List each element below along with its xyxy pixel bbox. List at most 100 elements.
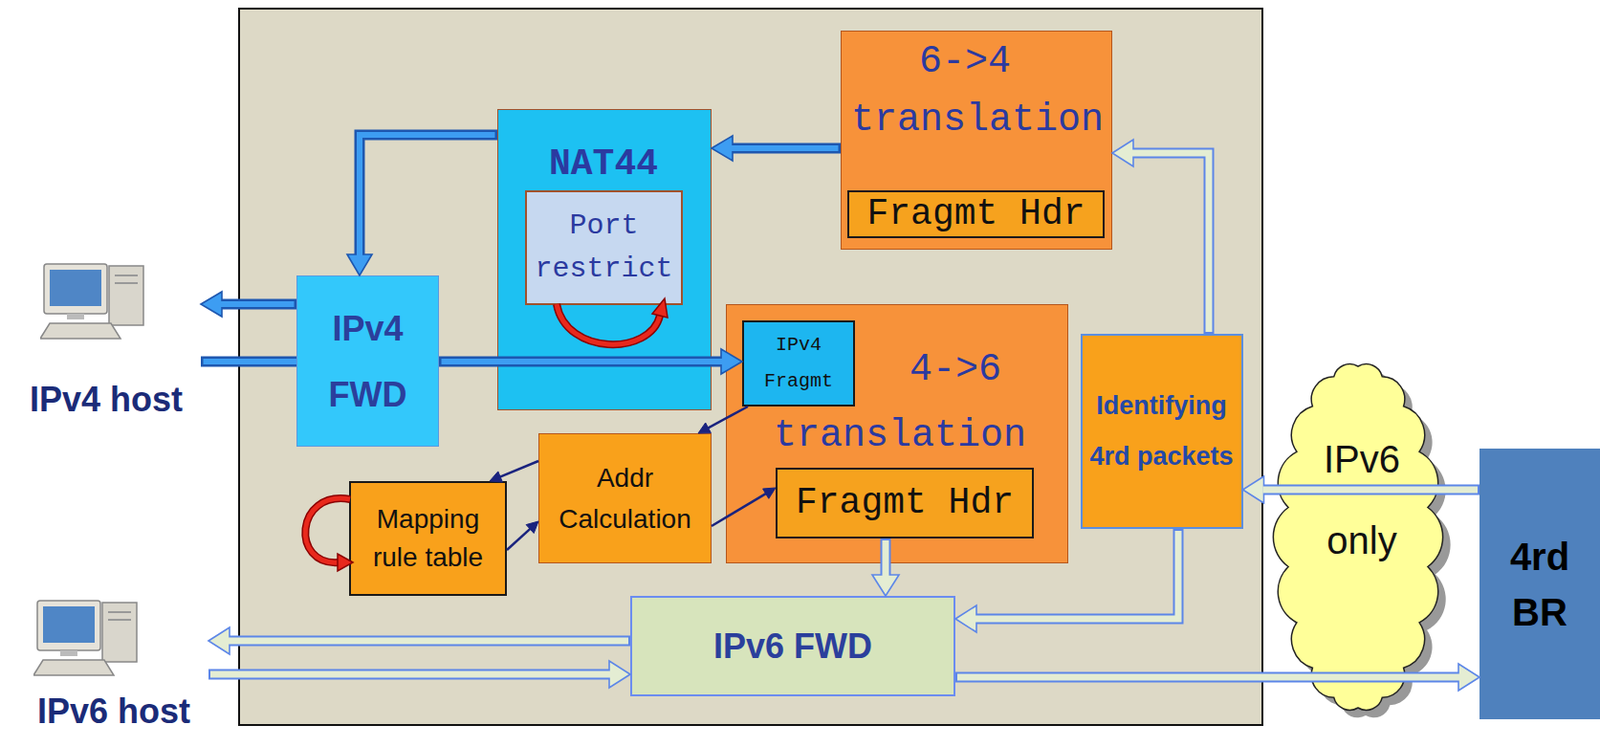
- node-label: Mapping rule table: [356, 500, 501, 577]
- drive-slot: [114, 274, 138, 277]
- cloud-shape: [1272, 364, 1443, 711]
- network-cloud: IPv6 only: [1270, 347, 1454, 735]
- computer-monitor: [43, 263, 108, 314]
- host-node: IPv6 host: [19, 594, 209, 733]
- computer-keyboard: [33, 659, 114, 676]
- arrowhead: [609, 660, 631, 688]
- forwarding-box: IPv6 FWD: [630, 595, 956, 697]
- header-box: Fragmt Hdr: [775, 467, 1034, 539]
- arrowhead: [763, 487, 776, 499]
- connector-line: [707, 406, 748, 429]
- connector-fill: [220, 301, 295, 307]
- computer-monitor: [37, 600, 101, 651]
- connector-arrow: [506, 521, 539, 550]
- arrowhead: [721, 349, 743, 374]
- connector-arrow: [1243, 476, 1481, 504]
- computer-screen: [49, 269, 102, 307]
- node-label: IPv4 FWD: [315, 295, 421, 428]
- connector-arrow: [347, 134, 498, 276]
- connector-line: [200, 356, 297, 368]
- label-holder: IPv6 only: [1270, 418, 1454, 582]
- node-label: IPv6 only: [1309, 418, 1415, 582]
- connector-fill: [1132, 153, 1209, 332]
- table-box: Mapping rule table: [349, 481, 507, 596]
- node-label: Fragmt Hdr: [795, 482, 1014, 525]
- process-box: Addr Calculation: [538, 433, 712, 564]
- node-label: 4rd BR: [1491, 528, 1588, 640]
- connector-arrow: [698, 406, 748, 434]
- label-holder: translation: [773, 413, 1027, 460]
- arrowhead: [1112, 139, 1134, 167]
- arrowhead: [872, 574, 899, 596]
- label-holder: IPv6 host: [19, 692, 209, 731]
- connector-arrow: [200, 291, 297, 317]
- computer-tower: [109, 265, 144, 326]
- connector-line: [438, 356, 723, 368]
- arrowhead: [698, 422, 711, 434]
- header-box: Fragmt Hdr: [847, 190, 1105, 239]
- loop-arrowhead: [652, 298, 668, 318]
- connector-line: [506, 527, 531, 550]
- host-node: IPv4 host: [11, 258, 201, 421]
- border-relay-box: 4rd BR: [1479, 448, 1600, 720]
- connector-line: [1263, 484, 1481, 496]
- forwarding-box: IPv4 FWD: [296, 275, 439, 447]
- computer-icon: [33, 598, 141, 681]
- connector-line: [955, 672, 1460, 683]
- connector-fill: [731, 145, 839, 152]
- fragment-box: IPv4 Fragmt: [742, 320, 855, 407]
- drive-slot: [114, 282, 138, 285]
- connector-arrow: [711, 135, 841, 161]
- node-label: Port restrict: [532, 204, 677, 291]
- arrowhead: [711, 135, 733, 161]
- node-label: Identifying 4rd packets: [1085, 380, 1239, 483]
- drive-slot: [108, 618, 132, 621]
- node-label: translation: [773, 413, 1027, 460]
- connector-arrow: [955, 528, 1179, 633]
- connector-arrow: [438, 349, 743, 374]
- arrowhead: [526, 521, 539, 534]
- arrowhead: [208, 627, 230, 655]
- arrowhead: [347, 254, 373, 276]
- node-label: Fragmt Hdr: [866, 193, 1085, 236]
- connector-fill: [441, 358, 724, 365]
- process-box: Identifying 4rd packets: [1080, 333, 1244, 529]
- label-holder: translation: [851, 97, 1104, 144]
- arrowhead: [1243, 476, 1265, 504]
- monitor-stand: [60, 650, 78, 657]
- translation-box: 6->4 translationFragmt Hdr: [840, 30, 1113, 250]
- connector-fill: [228, 637, 629, 645]
- device-housing: [239, 8, 1263, 725]
- translation-box: 4->6 translation IPv4 FragmtFragmt Hdr: [725, 304, 1069, 564]
- connector-fill: [359, 134, 496, 256]
- arrowhead: [1458, 663, 1480, 691]
- drive-slot: [108, 611, 132, 614]
- connector-arrow: [711, 487, 776, 527]
- node-label: translation: [851, 97, 1104, 144]
- connector-line: [711, 493, 768, 527]
- connector-line: [228, 635, 631, 647]
- node-label: IPv6 host: [19, 692, 209, 731]
- connector-fill: [882, 540, 890, 576]
- computer-tower: [102, 602, 137, 662]
- nat-box: NAT44Port restrict: [497, 109, 712, 411]
- node-label: IPv6 FWD: [713, 625, 873, 668]
- label-holder: 4->6: [909, 347, 1002, 394]
- connector-line: [1132, 153, 1209, 334]
- label-holder: IPv4 host: [11, 380, 201, 419]
- connector-line: [975, 528, 1179, 619]
- connector-arrow: [208, 627, 631, 655]
- node-label: NAT44: [548, 142, 658, 187]
- connector-arrow: [208, 660, 631, 688]
- connector-line: [499, 460, 539, 478]
- node-label: 4->6: [909, 347, 1002, 394]
- node-label: 6->4: [919, 39, 1011, 86]
- computer-keyboard: [40, 323, 121, 339]
- node-label: IPv4 Fragmt: [750, 327, 847, 400]
- node-label: IPv4 host: [11, 380, 201, 419]
- connector-line: [731, 143, 841, 154]
- computer-screen: [43, 606, 95, 643]
- loop-arrow: [556, 304, 660, 345]
- connector-arrow: [489, 460, 539, 483]
- arrowhead: [200, 291, 222, 317]
